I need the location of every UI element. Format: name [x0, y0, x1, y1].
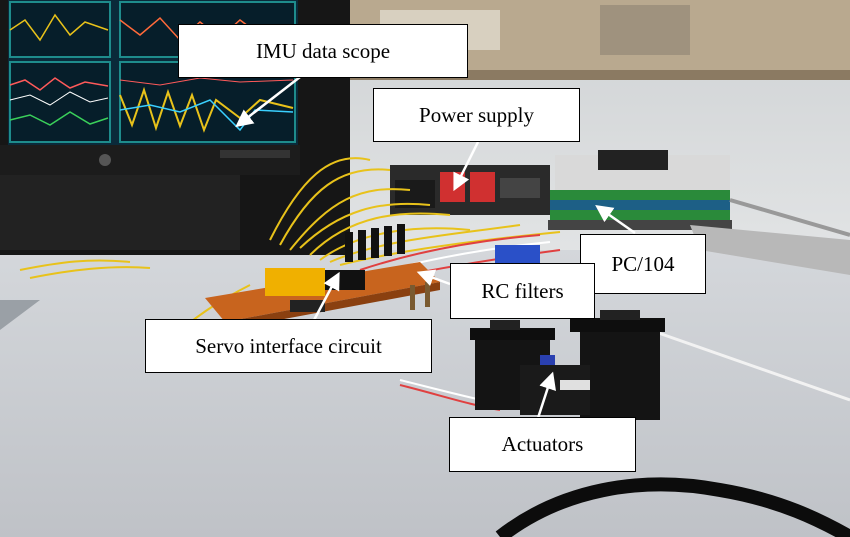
cable	[649, 328, 850, 402]
label-power-supply: Power supply	[373, 88, 580, 142]
ribbon-cable	[690, 225, 850, 275]
power-supply-unit	[390, 165, 550, 215]
pin-headers	[345, 224, 405, 262]
label-rc-filters: RC filters	[450, 263, 595, 319]
shelf-item	[600, 5, 690, 55]
cable	[729, 198, 850, 237]
pc104-stack	[548, 150, 732, 230]
shelf-edge	[350, 70, 850, 80]
monitor-chin	[0, 145, 300, 175]
label-imu-data-scope: IMU data scope	[178, 24, 468, 78]
db-connector	[495, 245, 540, 267]
black-cable	[495, 477, 850, 537]
monitor-logo	[99, 154, 111, 166]
label-pc104: PC/104	[580, 234, 706, 294]
desk-shadow	[0, 300, 40, 330]
label-actuators: Actuators	[449, 417, 636, 472]
monitor-stand	[0, 175, 240, 250]
label-servo-interface-circuit: Servo interface circuit	[145, 319, 432, 373]
monitor-buttons	[220, 150, 290, 158]
